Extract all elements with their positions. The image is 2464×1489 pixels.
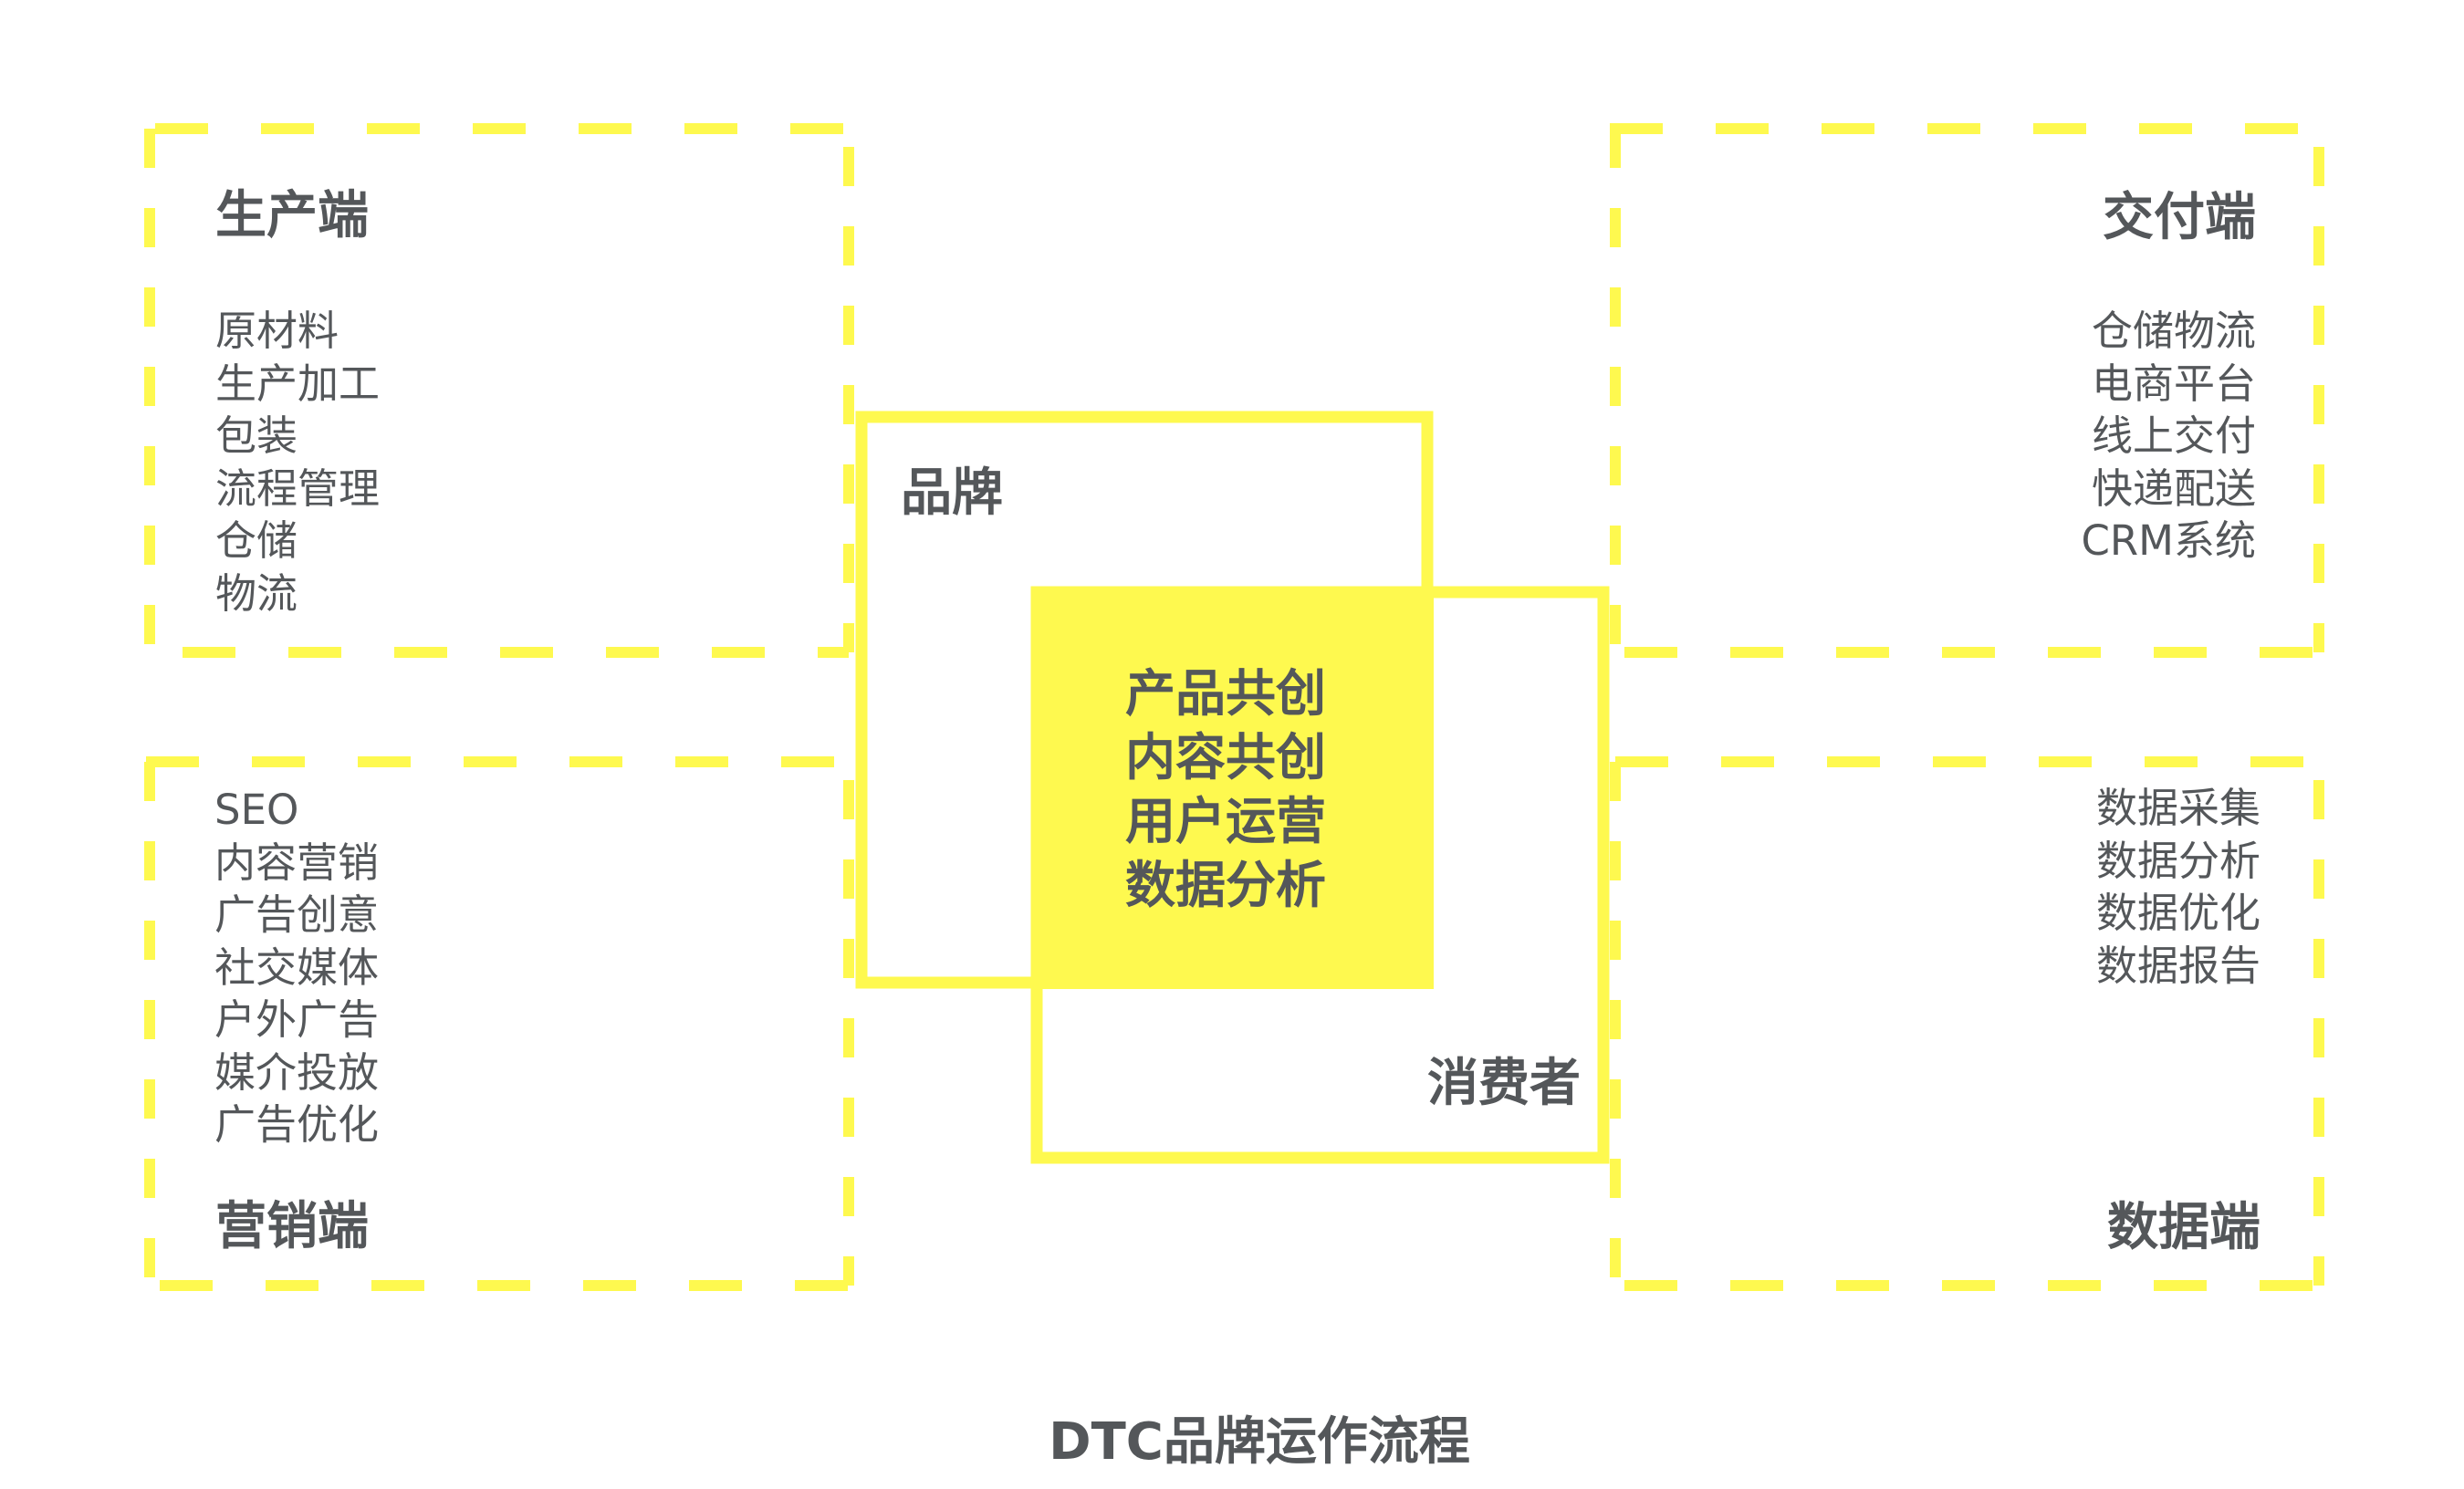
list-item: 生产加工 (215, 359, 381, 408)
marketing-box-border (144, 756, 854, 1291)
list-item: 内容共创 (1125, 728, 1327, 786)
list-item: 仓储 (215, 516, 298, 565)
delivery-list: 仓储物流 电商平台 线上交付 快递配送 CRM系统 (2081, 305, 2256, 567)
marketing-list: SEO 内容营销 广告创意 社交媒体 户外广告 媒介投放 广告优化 (214, 784, 379, 1151)
list-item: 仓储物流 (2091, 307, 2256, 355)
list-item: 线上交付 (2091, 411, 2256, 460)
list-item: 电商平台 (2091, 359, 2256, 408)
list-item: 户外广告 (214, 995, 380, 1044)
list-item: 数据优化 (2095, 889, 2260, 937)
list-item: 快递配送 (2091, 463, 2256, 513)
brand-label: 品牌 (901, 463, 1003, 523)
list-item: 物流 (215, 568, 298, 618)
production-title: 生产端 (215, 186, 369, 245)
list-item: 用户运营 (1125, 792, 1327, 850)
consumer-label: 消费者 (1427, 1054, 1581, 1113)
list-item: SEO (214, 786, 299, 834)
production-box-border (144, 123, 854, 658)
list-item: 广告创意 (214, 890, 380, 939)
page-title: DTC品牌运作流程 (1049, 1412, 1470, 1472)
delivery-box-border (1610, 123, 2324, 658)
list-item: 数据采集 (2095, 784, 2260, 832)
list-item: 广告优化 (214, 1100, 380, 1149)
list-item: 流程管理 (215, 463, 381, 513)
list-item: 产品共创 (1125, 664, 1327, 723)
production-list: 原材料 生产加工 包装 流程管理 仓储 物流 (215, 305, 380, 620)
overlap-area (1031, 587, 1434, 989)
list-item: 包装 (215, 411, 298, 460)
list-item: CRM系统 (2081, 516, 2256, 565)
marketing-title: 营销端 (215, 1197, 369, 1256)
list-item: 内容营销 (214, 838, 380, 887)
list-item: 原材料 (215, 307, 339, 355)
data-box-border (1610, 756, 2324, 1291)
delivery-title: 交付端 (2103, 188, 2256, 247)
list-item: 社交媒体 (214, 942, 380, 992)
data-title: 数据端 (2107, 1198, 2260, 1257)
list-item: 数据分析 (2095, 836, 2260, 885)
overlap-list: 产品共创 内容共创 用户运营 数据分析 (1125, 661, 1326, 917)
data-list: 数据采集 数据分析 数据优化 数据报告 (2096, 782, 2260, 992)
list-item: 媒介投放 (214, 1047, 380, 1097)
list-item: 数据分析 (1125, 856, 1327, 914)
list-item: 数据报告 (2095, 941, 2260, 990)
